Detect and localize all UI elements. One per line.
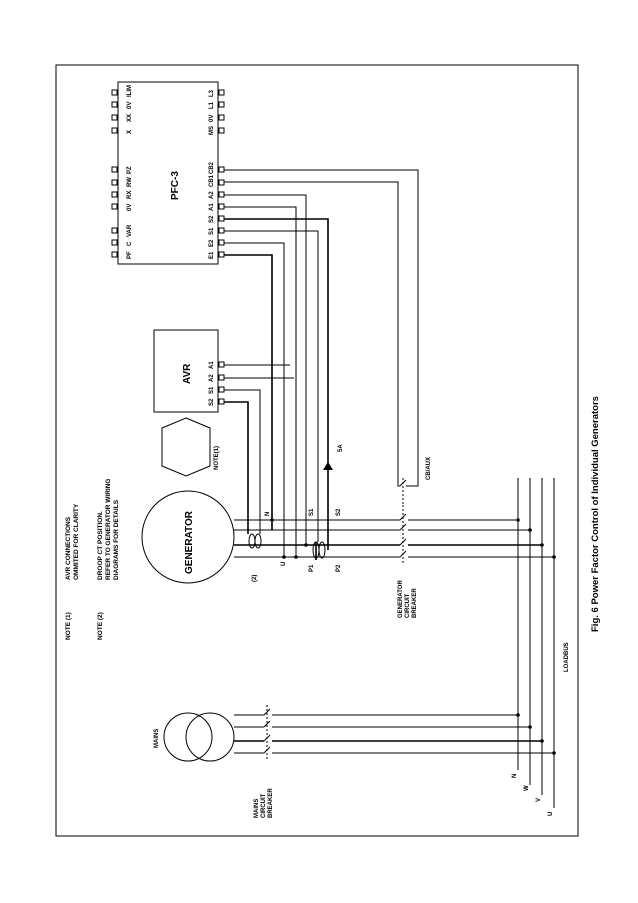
pfc3-terminal-MS: MS: [209, 126, 225, 135]
avr-box: [153, 329, 219, 413]
droop-ct-loop-2: [254, 533, 262, 549]
note-1-line-1: AVR CONNECTIONS: [65, 516, 72, 580]
gen-phase-u: U: [281, 562, 287, 566]
loadbus: [517, 478, 555, 808]
pfc3-terminal-L1: L1: [209, 101, 225, 109]
generator-phase-lines: [234, 519, 400, 558]
ct-s1-label: S1: [309, 508, 315, 516]
pfc3-terminal-PZ: PZ: [111, 166, 133, 174]
svg-text:S2: S2: [209, 215, 215, 223]
svg-text:ILIM: ILIM: [127, 85, 133, 97]
svg-text:A1: A1: [209, 203, 215, 211]
cb-aux-label: CB/AUX: [426, 457, 432, 480]
droop-ct-ref: (2): [252, 575, 258, 582]
pfc3-terminal-XX: XX: [111, 114, 133, 122]
bus-junctions: [516, 518, 556, 755]
generator-circuit-breaker: [399, 478, 554, 565]
generator-circle: [141, 490, 235, 584]
note-2-tag: NOTE (2): [97, 612, 104, 640]
bus-phase-w: W: [524, 785, 530, 791]
generator: GENERATOR (2) N U: [141, 490, 287, 584]
note-2-line-1: DROOP CT POSITION.: [97, 511, 104, 580]
svg-text:E1: E1: [209, 251, 215, 259]
gen-phase-n: N: [265, 512, 271, 516]
pfc3-terminal-C: C: [111, 239, 133, 246]
svg-text:PF: PF: [127, 251, 133, 259]
pfc3-terminal-0V: 0V: [209, 114, 225, 122]
pfc3-terminal-VAR: VAR: [111, 224, 133, 237]
ct-p1-label: P1: [309, 564, 315, 572]
mains-title: MAINS: [154, 729, 160, 748]
control-junctions: [270, 518, 308, 559]
svg-text:CB1: CB1: [209, 174, 215, 187]
note-2-line-2: REFER TO GENERATOR WIRING: [105, 479, 112, 580]
svg-text:MS: MS: [209, 126, 215, 135]
svg-text:A1: A1: [209, 361, 215, 369]
mains-circuit-breaker: [263, 705, 554, 760]
svg-text:0V: 0V: [209, 115, 215, 122]
droop-ct-loop-1: [248, 533, 256, 549]
avr-note-ref: NOTE(1): [214, 446, 220, 470]
mains-lines: [234, 714, 264, 754]
svg-text:E2: E2: [209, 239, 215, 247]
generator-title: GENERATOR: [184, 510, 195, 574]
gen-breaker-label-1: GENERATOR: [398, 580, 404, 618]
pfc3-terminal-0V-b: 0V: [111, 101, 133, 109]
pfc3-terminal-RW: RW: [111, 177, 133, 187]
svg-text:S2: S2: [209, 398, 215, 406]
svg-text:L3: L3: [209, 89, 215, 97]
svg-text:S1: S1: [209, 227, 215, 235]
pfc3-box: [117, 81, 219, 265]
svg-text:A2: A2: [209, 191, 215, 199]
gen-breaker-label-3: BREAKER: [412, 588, 418, 618]
svg-text:A2: A2: [209, 374, 215, 382]
svg-text:PZ: PZ: [127, 166, 133, 174]
svg-text:X: X: [127, 130, 133, 134]
svg-text:CB2: CB2: [209, 161, 215, 174]
loadbus-title: LOADBUS: [564, 642, 570, 672]
pfc3-terminal-ILIM: ILIM: [111, 85, 133, 97]
svg-text:RX: RX: [127, 191, 133, 199]
mains-breaker-label-3: BREAKER: [268, 788, 274, 818]
ct-rating-label: 5A: [338, 444, 344, 452]
svg-text:L1: L1: [209, 101, 215, 109]
diagram-frame: [55, 64, 579, 837]
svg-text:0V: 0V: [127, 204, 133, 211]
svg-text:RW: RW: [127, 177, 133, 187]
note-2-line-3: DIAGRAMS FOR DETAILS: [113, 499, 120, 580]
pfc3-terminals-wired: L3 L1 0V MS CB2 CB1 A2 A1 S2 S1 E2 E1: [209, 89, 225, 259]
pfc3-terminal-X: X: [111, 127, 133, 134]
mains-breaker-label-2: CIRCUIT: [261, 793, 267, 818]
svg-text:VAR: VAR: [127, 224, 133, 237]
bus-phase-u: U: [548, 812, 554, 816]
mains-transformer: [163, 712, 235, 762]
pfc3-controller: PFC-3 L3 L1 0V MS CB2 CB1 A2 A1 S2 S1 E2…: [111, 81, 225, 265]
pfc3-terminal-PF: PF: [111, 251, 133, 259]
mains-breaker-label-1: MAINS: [254, 799, 260, 818]
pfc3-terminal-RX: RX: [111, 191, 133, 199]
bus-phase-n: N: [512, 774, 518, 778]
pfc3-terminal-L3: L3: [209, 89, 225, 97]
figure-caption: Fig. 6 Power Factor Control of Individua…: [590, 396, 601, 632]
notes-block: NOTE (1) AVR CONNECTIONS OMMITED FOR CLA…: [65, 479, 120, 640]
svg-text:0V: 0V: [127, 102, 133, 109]
avr-unit: AVR A1 A2 S1 S2: [153, 329, 225, 413]
note-1-tag: NOTE (1): [65, 612, 72, 640]
svg-text:S1: S1: [209, 386, 215, 394]
pfc3-title: PFC-3: [170, 171, 181, 200]
ct-p2-label: P2: [336, 564, 342, 572]
ct-s2-label: S2: [336, 508, 342, 516]
control-wiring: [224, 169, 419, 560]
note-1-line-2: OMMITED FOR CLARITY: [73, 503, 80, 580]
avr-title: AVR: [182, 363, 193, 384]
pfc3-terminal-0V-c: 0V: [111, 203, 133, 211]
pfc3-terminals-unwired: ILIM 0V XX X PZ RW RX 0V VAR C PF: [111, 85, 133, 259]
gen-breaker-label-2: CIRCUIT: [405, 593, 411, 618]
svg-text:C: C: [127, 241, 133, 246]
svg-text:XX: XX: [127, 114, 133, 122]
bus-phase-v: V: [536, 798, 542, 802]
avr-generator-coupling: [161, 417, 211, 477]
